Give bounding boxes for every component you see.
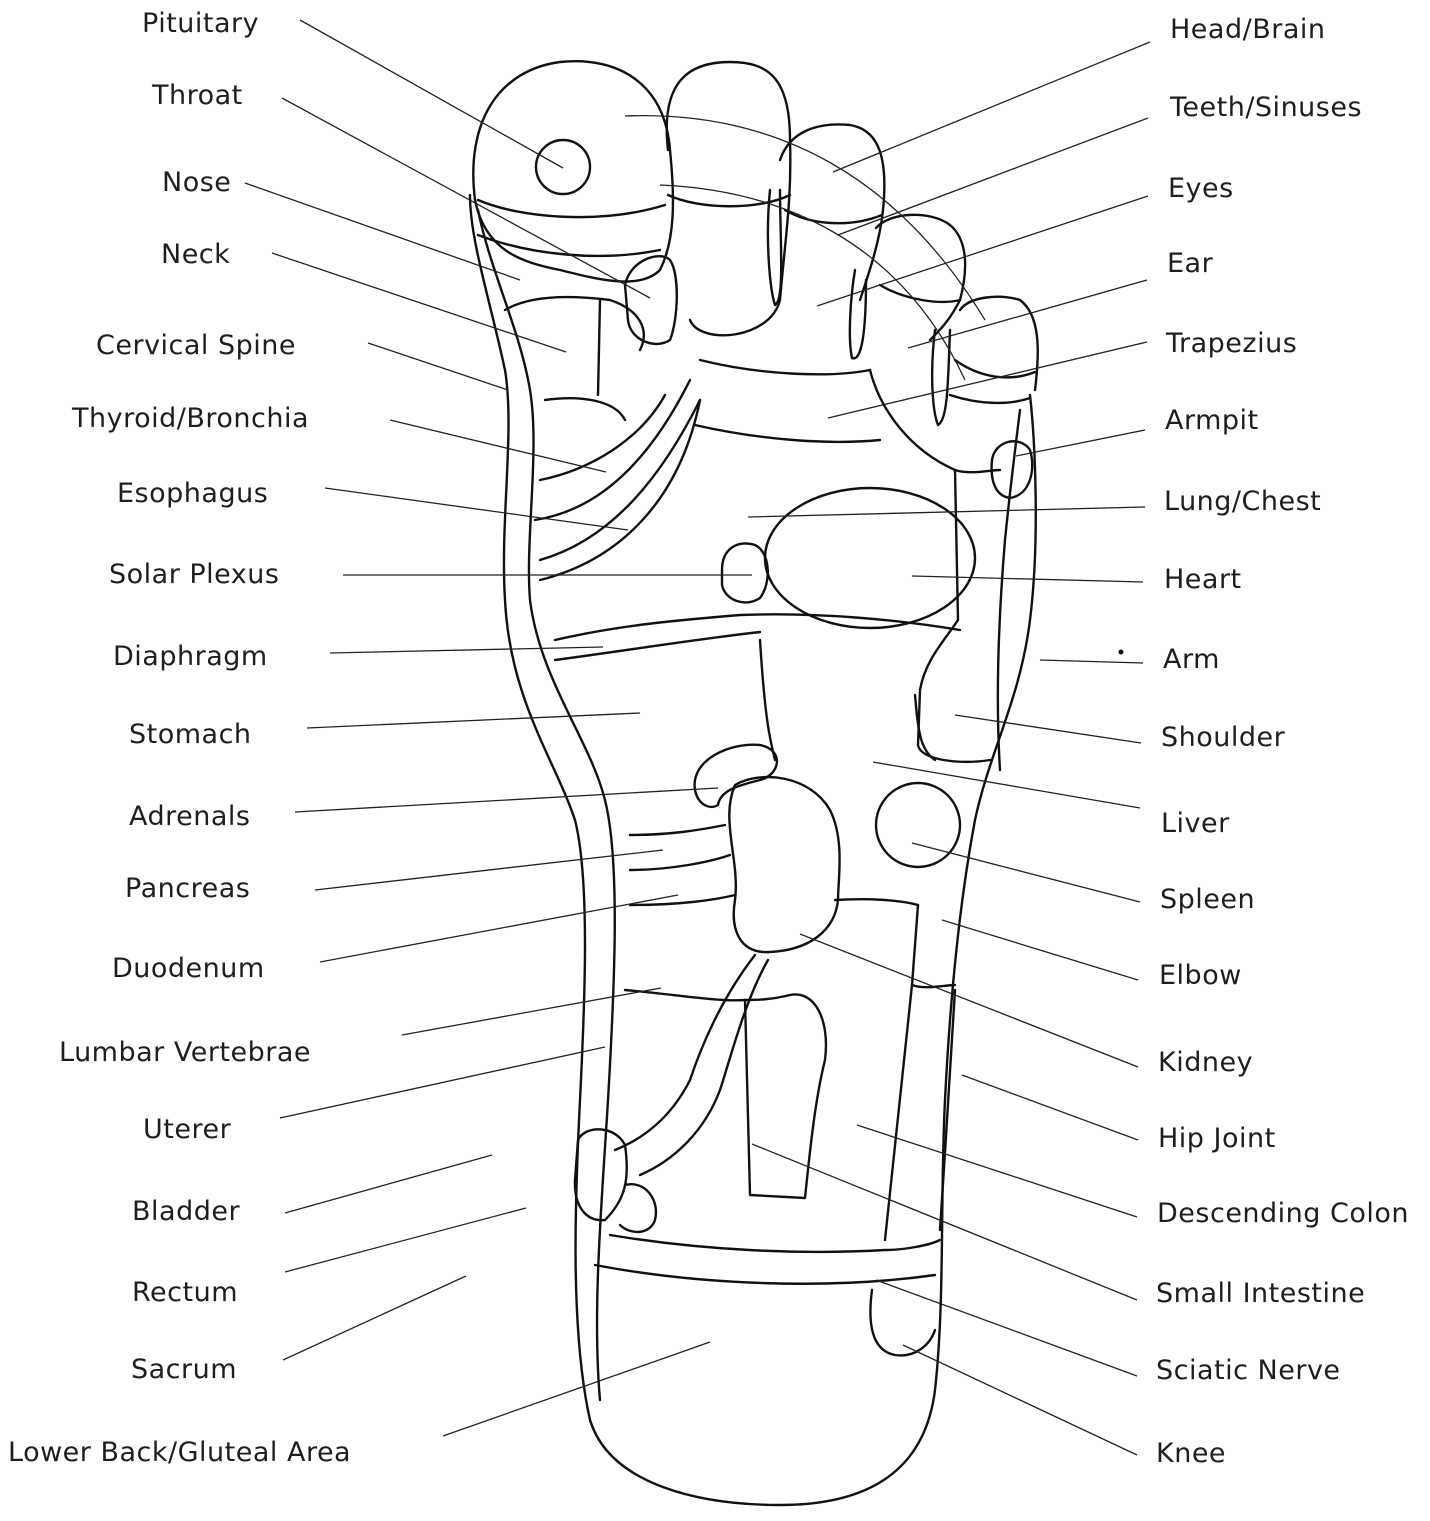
label-eyes: Eyes — [1168, 173, 1234, 204]
label-kidney: Kidney — [1158, 1047, 1253, 1078]
label-diaphragm: Diaphragm — [113, 641, 268, 672]
label-lung-chest: Lung/Chest — [1164, 486, 1321, 517]
spleen-circle — [876, 783, 960, 867]
heart-shape — [765, 488, 975, 628]
label-hip-joint: Hip Joint — [1158, 1123, 1276, 1154]
label-ear: Ear — [1167, 248, 1214, 279]
label-sacrum: Sacrum — [131, 1354, 237, 1385]
label-nose: Nose — [162, 167, 231, 198]
solar-plexus-shape — [722, 544, 768, 603]
label-neck: Neck — [161, 239, 230, 270]
ink-speck — [1119, 650, 1124, 655]
third-toe — [780, 124, 884, 300]
label-shoulder: Shoulder — [1161, 722, 1286, 753]
label-thyroid-bronchia: Thyroid/Bronchia — [71, 403, 309, 434]
kidney-shape — [729, 777, 839, 952]
pituitary-circle — [536, 140, 590, 194]
label-adrenals: Adrenals — [129, 801, 250, 832]
right-labels: Head/Brain Teeth/Sinuses Eyes Ear Trapez… — [1156, 14, 1409, 1469]
label-pituitary: Pituitary — [142, 8, 259, 39]
label-lumbar-vertebrae: Lumbar Vertebrae — [59, 1037, 311, 1068]
label-uterer: Uterer — [143, 1114, 232, 1145]
label-pancreas: Pancreas — [125, 873, 250, 904]
label-armpit: Armpit — [1165, 405, 1259, 436]
label-esophagus: Esophagus — [117, 478, 268, 509]
label-solar-plexus: Solar Plexus — [109, 559, 279, 590]
label-stomach: Stomach — [129, 719, 252, 750]
label-throat: Throat — [151, 80, 243, 111]
heel — [595, 1235, 940, 1355]
label-spleen: Spleen — [1160, 884, 1255, 915]
label-knee: Knee — [1156, 1438, 1226, 1469]
label-lower-back-gluteal: Lower Back/Gluteal Area — [8, 1437, 351, 1468]
label-arm: Arm — [1163, 644, 1220, 675]
left-labels: Pituitary Throat Nose Neck Cervical Spin… — [8, 8, 351, 1468]
label-rectum: Rectum — [132, 1277, 238, 1308]
label-heart: Heart — [1164, 564, 1242, 595]
leader-lines — [245, 20, 1150, 1455]
label-descending-colon: Descending Colon — [1157, 1198, 1409, 1229]
label-bladder: Bladder — [132, 1196, 240, 1227]
label-head-brain: Head/Brain — [1170, 14, 1325, 45]
label-cervical-spine: Cervical Spine — [96, 330, 296, 361]
big-toe — [473, 61, 673, 281]
label-duodenum: Duodenum — [112, 953, 265, 984]
label-teeth-sinuses: Teeth/Sinuses — [1169, 92, 1362, 123]
label-small-intestine: Small Intestine — [1156, 1278, 1365, 1309]
label-trapezius: Trapezius — [1165, 328, 1297, 359]
ball-of-foot — [505, 297, 1032, 762]
label-liver: Liver — [1161, 808, 1230, 839]
label-elbow: Elbow — [1159, 960, 1242, 991]
label-sciatic-nerve: Sciatic Nerve — [1156, 1355, 1341, 1386]
